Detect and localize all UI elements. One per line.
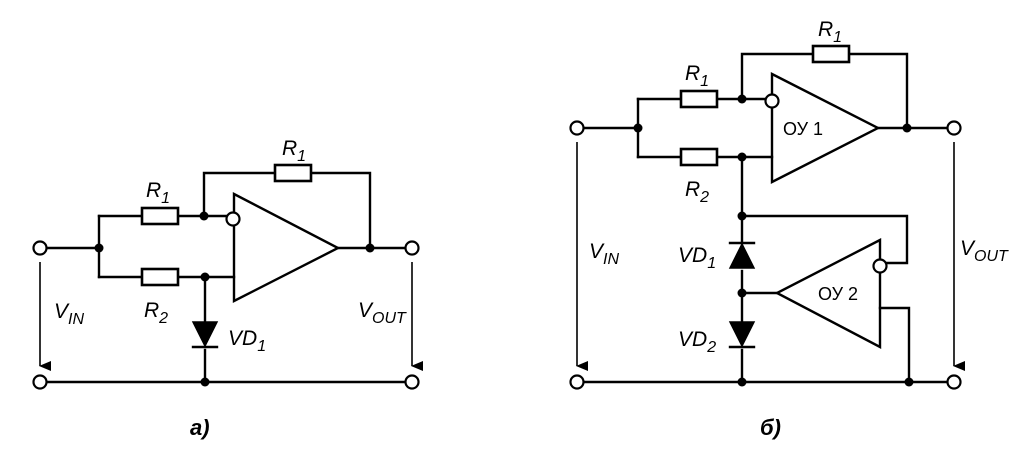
diode-vd1-a xyxy=(191,321,219,349)
caption-b: б) xyxy=(760,415,781,440)
label-r2-a: R2 xyxy=(144,299,168,327)
label-opamp-2: ОУ 2 xyxy=(818,284,858,304)
resistor-r1-b xyxy=(679,89,719,109)
junction-dots-b xyxy=(633,94,914,387)
terminals-b xyxy=(569,120,962,390)
label-r1-b: R1 xyxy=(685,62,709,90)
inverting-input-circle-a xyxy=(225,211,241,227)
label-r1-feedback-b: R1 xyxy=(818,18,842,46)
label-vout-b: VOUT xyxy=(960,237,1009,265)
label-vout-a: VOUT xyxy=(358,299,407,327)
label-vin-b: VIN xyxy=(589,240,619,268)
resistor-r2-b xyxy=(679,147,719,167)
label-r1-a: R1 xyxy=(146,179,170,207)
label-vd1-a: VD1 xyxy=(228,327,266,355)
resistor-r1-feedback-a xyxy=(273,163,313,183)
diode-vd1-b xyxy=(728,241,756,269)
label-vd2-b: VD2 xyxy=(678,328,716,356)
label-r2-b: R2 xyxy=(685,178,709,206)
resistor-r2-a xyxy=(140,267,180,287)
label-vin-a: VIN xyxy=(54,300,84,328)
figure-b: R1 R1 R2 VD1 VD2 VIN VOUT ОУ 1 ОУ 2 б) xyxy=(569,18,1009,440)
op-amp-2-b xyxy=(774,238,882,349)
caption-a: а) xyxy=(190,415,210,440)
op-amp-a xyxy=(232,192,341,303)
resistor-r1-a xyxy=(140,206,180,226)
junction-dots-a xyxy=(94,211,375,387)
figure-a: R1 R1 R2 VD1 VIN VOUT а) xyxy=(32,137,423,440)
label-vd1-b: VD1 xyxy=(678,244,716,272)
figure-b-wires xyxy=(581,52,950,384)
label-r1-feedback-a: R1 xyxy=(282,137,306,165)
op-amp-2-inverting-input-circle xyxy=(872,258,888,274)
label-opamp-1: ОУ 1 xyxy=(783,119,823,139)
figure-a-wires xyxy=(44,171,408,384)
op-amp-1-b xyxy=(770,72,881,184)
op-amp-1-inverting-input-circle xyxy=(764,93,780,109)
terminals-a xyxy=(32,240,420,390)
resistor-r1-feedback-b xyxy=(811,44,851,64)
diode-vd2-b xyxy=(728,321,756,349)
